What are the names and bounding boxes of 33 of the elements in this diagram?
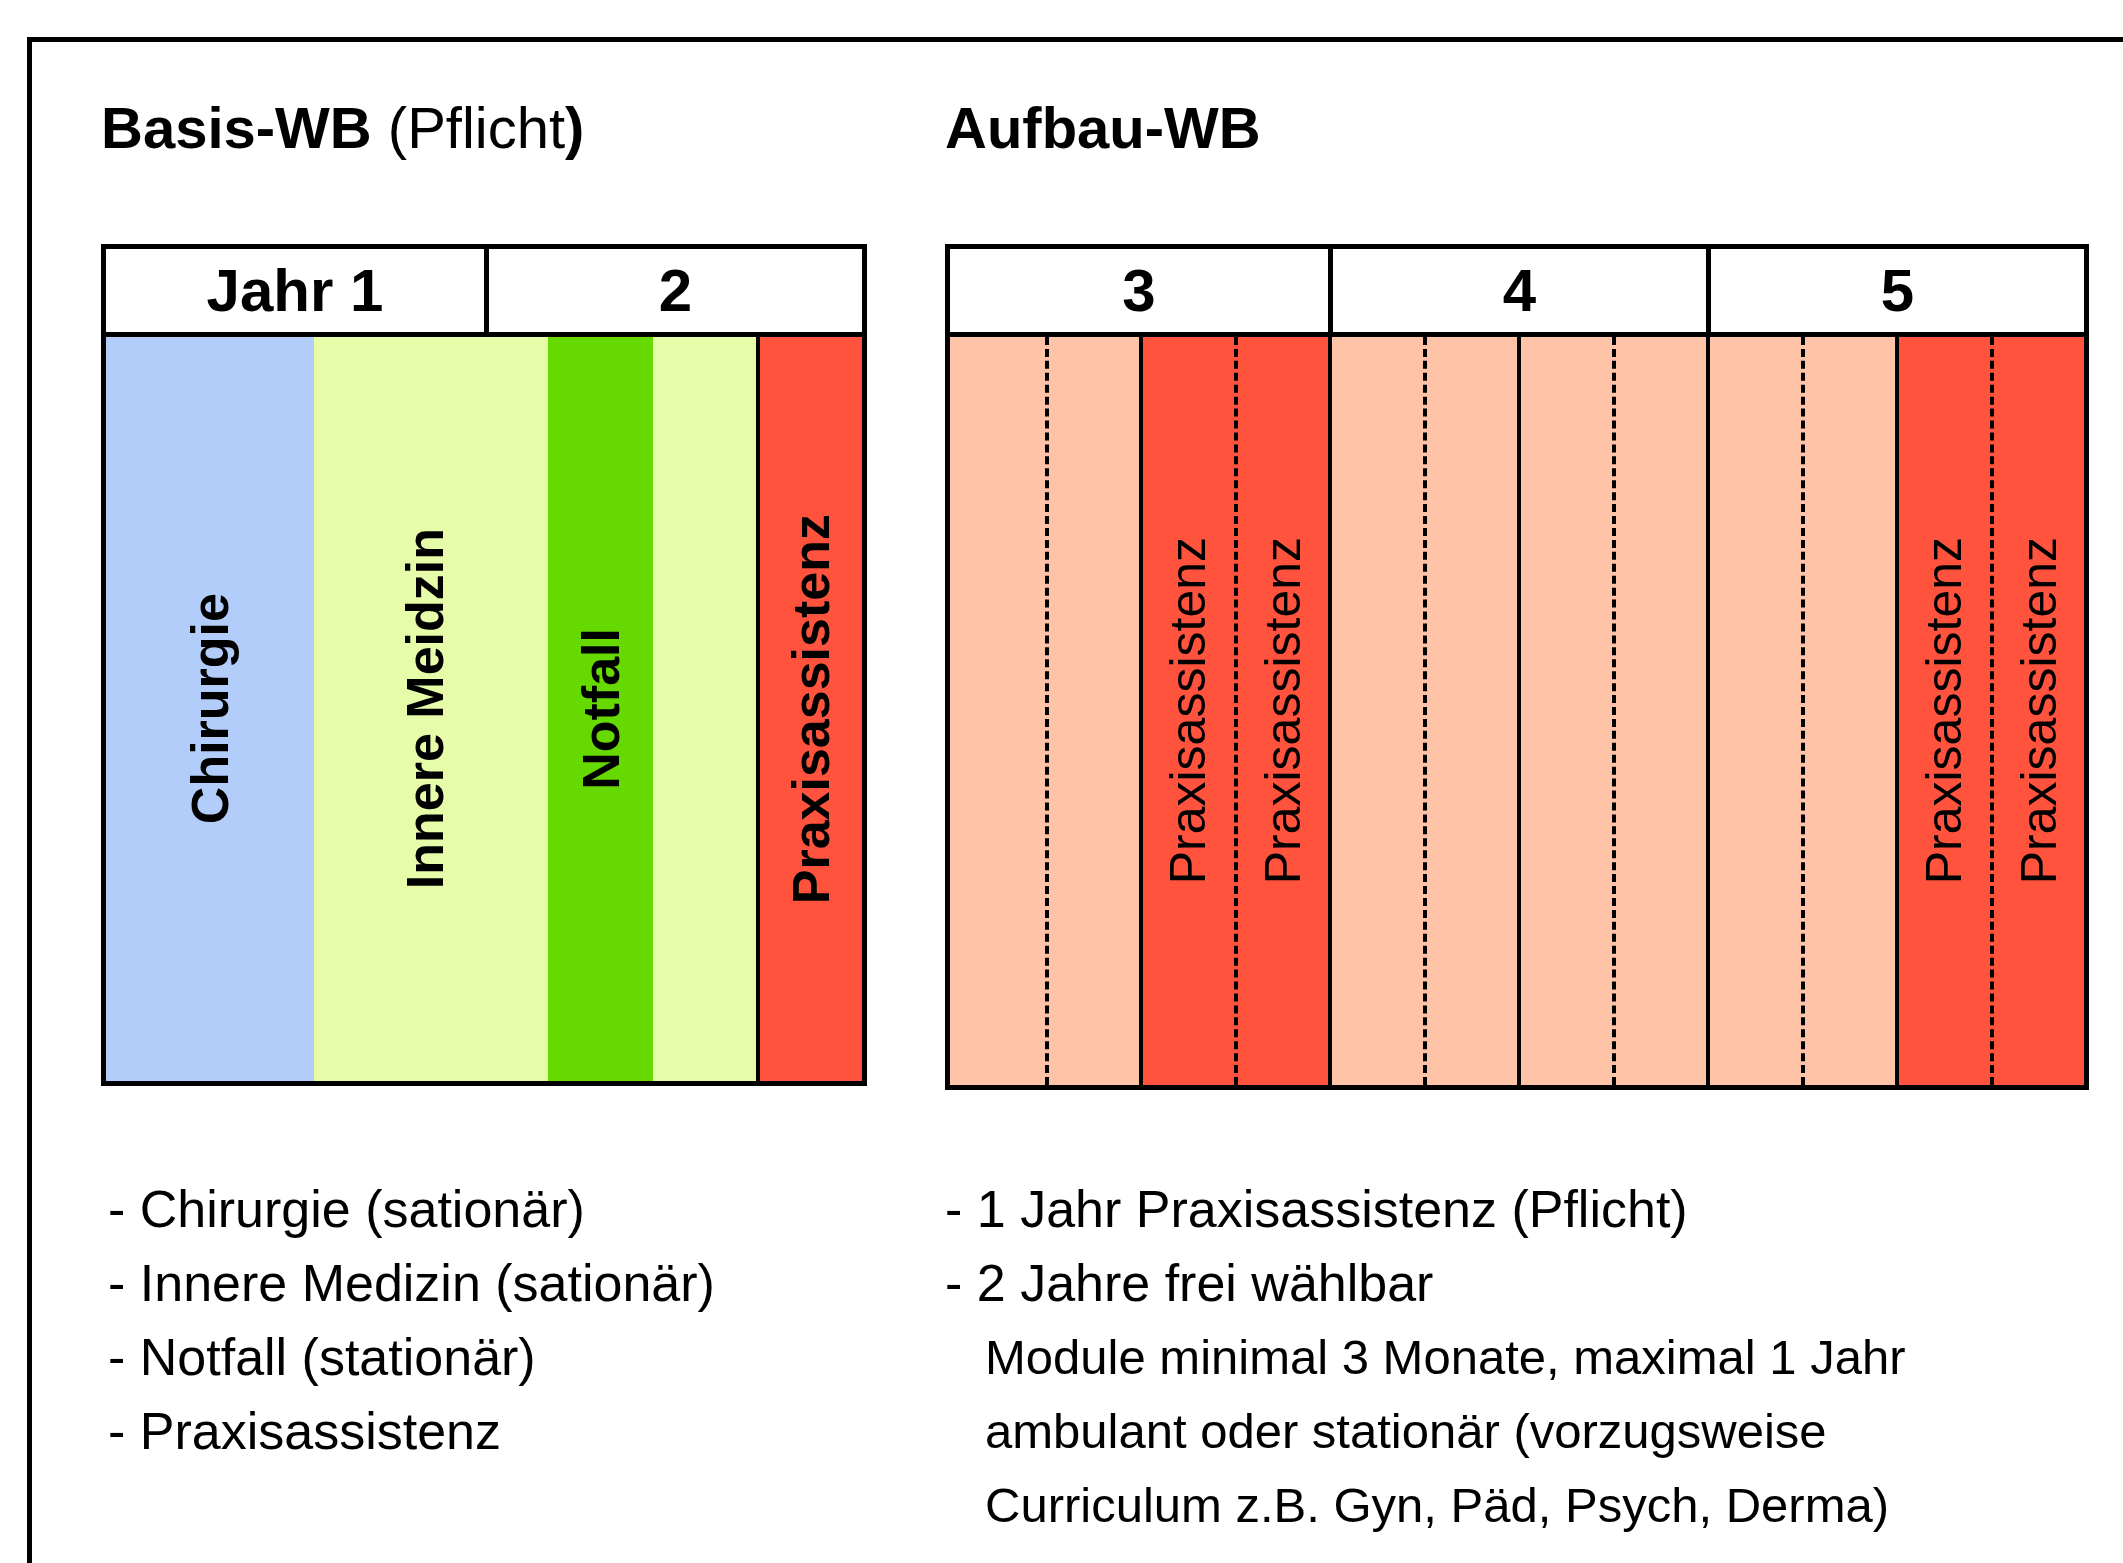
rotation-column	[950, 337, 1045, 1085]
rotation-column	[1989, 337, 2084, 1085]
note-text: - 1 Jahr Praxisassistenz (Pflicht)	[945, 1179, 1688, 1240]
note-text: - Praxisassistenz	[108, 1401, 501, 1462]
note-text: - Notfall (stationär)	[108, 1327, 536, 1388]
rotation-column	[1233, 337, 1328, 1085]
rotation-column	[1706, 337, 1801, 1085]
column-label: Notfall	[570, 628, 631, 790]
rotation-column	[1139, 337, 1234, 1085]
column-label: Praxisassistenz	[1915, 537, 1974, 885]
rotation-column	[1895, 337, 1990, 1085]
rotation-column	[314, 337, 756, 1081]
column-label: Chirurgie	[180, 593, 240, 825]
rotation-column	[548, 337, 653, 1081]
column-label: Praxisassistenz	[781, 513, 841, 905]
column-label: Praxisassistenz	[1253, 537, 1312, 885]
column-label: Praxisassistenz	[2009, 537, 2068, 885]
rotation-column	[756, 337, 862, 1081]
rotation-column	[1517, 337, 1612, 1085]
column-label: Innere Meidzin	[395, 528, 455, 890]
block-heading: Basis-WB (Pflicht)	[101, 94, 585, 162]
note-text: - Chirurgie (sationär)	[108, 1179, 585, 1240]
rotation-column	[1611, 337, 1706, 1085]
note-text: - 2 Jahre frei wählbar	[945, 1253, 1434, 1314]
note-text: - Innere Medizin (sationär)	[108, 1253, 715, 1314]
rotation-column	[1800, 337, 1895, 1085]
block-heading: Aufbau-WB	[945, 94, 1261, 162]
note-text: Module minimal 3 Monate, maximal 1 Jahr ambulant oder stationär (vorzugsweise Curriculum z.B. Gyn, Päd, Psych, Derma)	[985, 1329, 1907, 1534]
rotation-column	[1422, 337, 1517, 1085]
column-label: Praxisassistenz	[1159, 537, 1218, 885]
rotation-column	[1044, 337, 1139, 1085]
rotation-column	[1328, 337, 1423, 1085]
rotation-column	[106, 337, 314, 1081]
